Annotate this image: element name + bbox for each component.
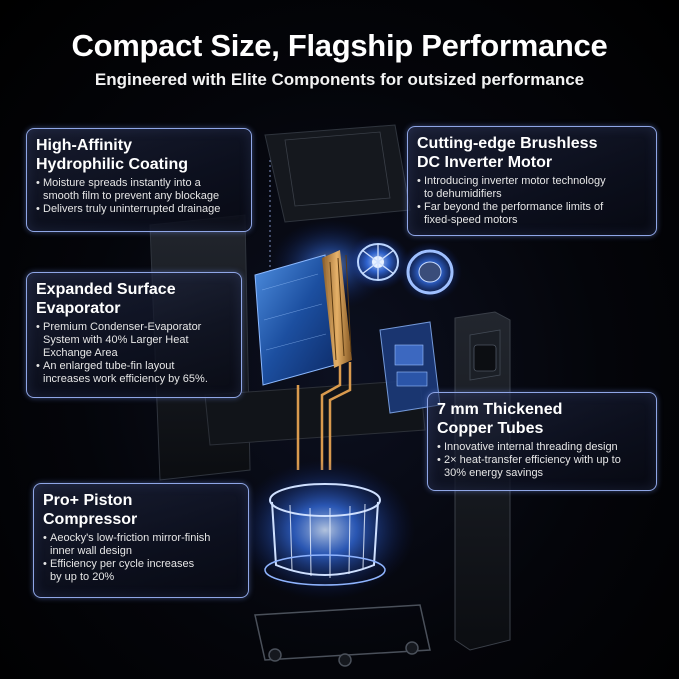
card-bullet: 2× heat-transfer efficiency with up to 3…	[437, 454, 647, 480]
brushless-motor-icon	[346, 234, 462, 302]
card-bullet: Delivers truly uninterrupted drainage	[36, 203, 242, 216]
card-title: High-Affinity Hydrophilic Coating	[36, 137, 188, 173]
feature-card-hydrophilic-coating: High-Affinity Hydrophilic Coating Moistu…	[26, 128, 252, 232]
card-bullet: Far beyond the performance limits of fix…	[417, 201, 647, 227]
feature-card-brushless-motor: Cutting-edge Brushless DC Inverter Motor…	[407, 126, 657, 236]
feature-card-piston-compressor: Pro+ Piston Compressor Aeocky's low-fric…	[33, 483, 249, 598]
card-bullet: Moisture spreads instantly into a smooth…	[36, 177, 242, 203]
card-title: Cutting-edge Brushless DC Inverter Motor	[417, 135, 598, 171]
card-bullet: Aeocky's low-friction mirror-finish inne…	[43, 532, 239, 558]
page-title: Compact Size, Flagship Performance	[71, 28, 608, 63]
control-board-icon	[379, 321, 441, 414]
evaporator-icon	[254, 250, 352, 386]
base-frame	[254, 604, 431, 667]
card-bullet: Introducing inverter motor technology to…	[417, 175, 647, 201]
copper-tube-icon	[296, 362, 352, 470]
card-bullet: Efficiency per cycle increases by up to …	[43, 558, 239, 584]
feature-card-surface-evaporator: Expanded Surface Evaporator Premium Cond…	[26, 272, 242, 398]
compressor-icon	[235, 460, 415, 600]
card-title: Expanded Surface Evaporator	[36, 281, 176, 317]
page-subtitle: Engineered with Elite Components for out…	[94, 70, 585, 89]
card-bullet: Premium Condenser-Evaporator System with…	[36, 321, 232, 360]
feature-card-copper-tubes: 7 mm Thickened Copper Tubes Innovative i…	[427, 392, 657, 491]
card-title: Pro+ Piston Compressor	[43, 492, 138, 528]
card-bullet: An enlarged tube-fin layout increases wo…	[36, 360, 232, 386]
card-bullet: Innovative internal threading design	[437, 441, 647, 454]
card-title: 7 mm Thickened Copper Tubes	[437, 401, 563, 437]
